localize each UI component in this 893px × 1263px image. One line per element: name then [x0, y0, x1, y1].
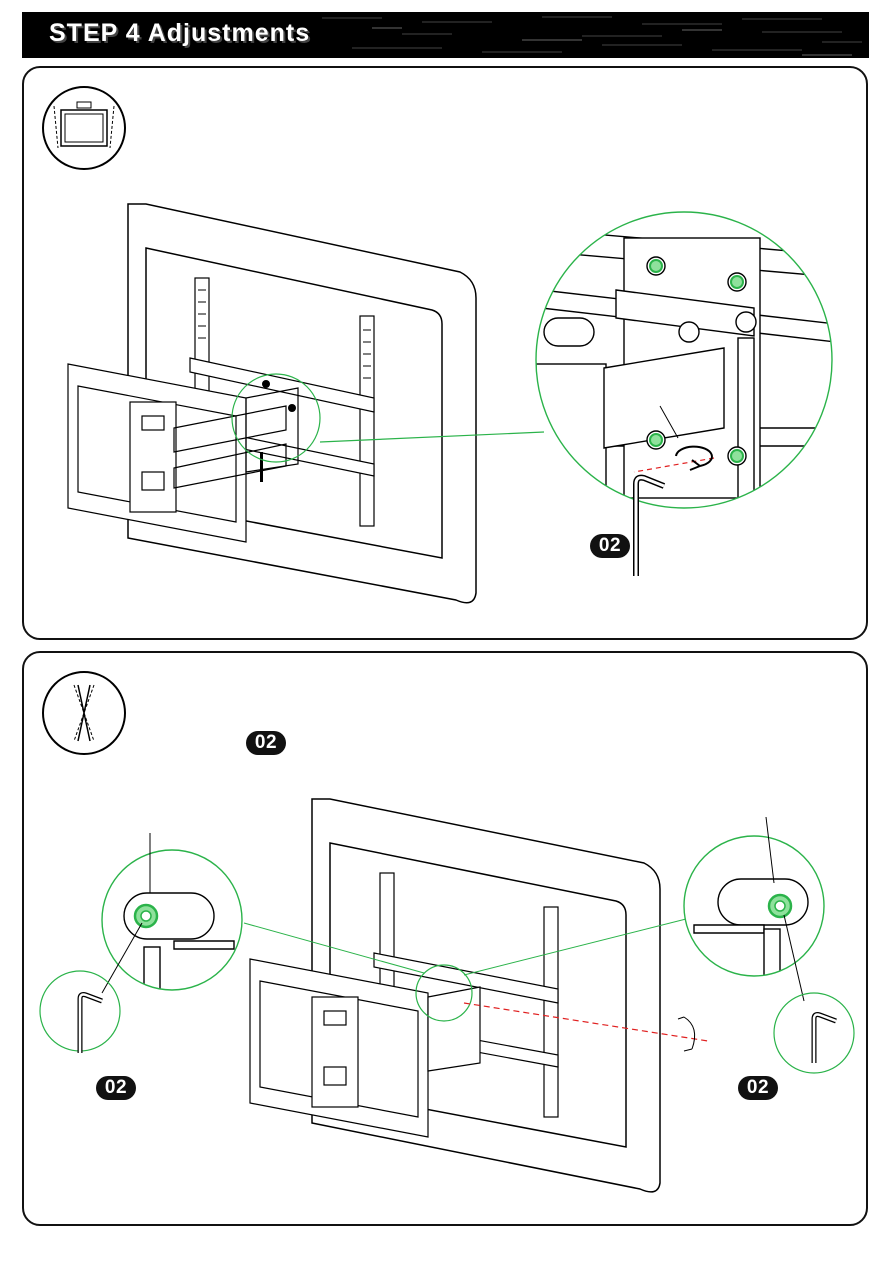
left-zoom-detail — [102, 833, 242, 1027]
tv-tilt-adjust-icon — [42, 671, 126, 755]
wall-plate — [250, 959, 480, 1137]
panel-level-adjustment: 02 — [22, 66, 868, 640]
hex-key-label-badge: 02 — [590, 534, 630, 558]
step-header-bar: STEP 4 Adjustments — [22, 12, 869, 58]
panel-tilt-adjustment: 02 02 02 — [22, 651, 868, 1226]
hex-key-icon — [80, 995, 102, 1054]
right-hex-key-badge: 02 — [738, 1076, 778, 1100]
tilt-adjustment-illustration — [24, 653, 868, 1226]
left-hex-key-badge: 02 — [96, 1076, 136, 1100]
hex-key-icon — [814, 1015, 836, 1064]
level-adjustment-illustration — [24, 68, 868, 640]
hex-key-instruction-badge: 02 — [246, 731, 286, 755]
step-title: STEP 4 Adjustments — [49, 19, 310, 48]
tv-level-adjust-icon — [42, 86, 126, 170]
zoom-detail — [524, 212, 868, 508]
wall-plate — [68, 364, 246, 542]
right-zoom-detail — [684, 817, 824, 1009]
